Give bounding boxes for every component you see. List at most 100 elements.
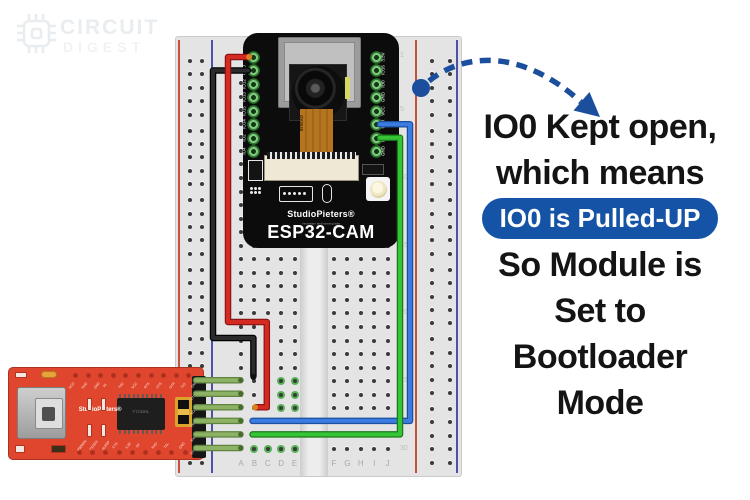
breadboard-hole [200,155,204,160]
ftdi-programmer-board: FT232RL StudioPieters® DCDRXDGNDRITXDVCC… [8,367,206,460]
ftdi-pin-label: PWREN [76,439,88,452]
breadboard-hole [200,460,204,465]
breadboard-hole [430,128,434,133]
row-number: 25 [400,377,408,385]
breadboard-hole [188,294,192,299]
ftdi-hole-txl [169,450,175,455]
esp32-pin-io13 [247,91,260,105]
breadboard-hole [345,338,350,343]
breadboard-hole [345,325,350,329]
breadboard-hole [200,85,204,90]
breadboard-hole [345,311,350,316]
column-letter: G [344,459,351,468]
breadboard-hole [430,460,434,465]
breadboard-hole [345,365,350,370]
breadboard-hole [123,394,126,398]
breadboard-hole [372,379,377,384]
esp32-pin-io12 [247,77,260,91]
breadboard-hole [200,251,204,256]
ftdi-hole-dtr [173,373,179,378]
breadboard-hole [292,352,297,357]
breadboard-hole [292,365,297,370]
breadboard-hole [385,419,390,424]
breadboard-hole [200,128,204,133]
esp32-pin-io2 [247,131,260,145]
breadboard-hole [448,198,452,203]
breadboard-hole [200,198,204,203]
column-letter: F [331,459,337,468]
breadboard-hole [279,392,284,397]
breadboard-hole [279,352,284,357]
breadboard-hole [332,284,336,289]
esp32-pin-5v [247,51,260,64]
breadboard-hole [292,433,297,438]
breadboard-hole [372,311,377,316]
breadboard-hole [239,446,243,451]
breadboard-hole [119,430,121,434]
esp32-pin-io4 [247,145,260,159]
breadboard-hole [448,99,452,104]
breadboard-hole [265,365,270,370]
breadboard-hole [345,379,350,384]
breadboard-hole [372,284,377,289]
breadboard-hole [252,392,257,397]
ftdi-hole-rts [148,373,154,378]
breadboard-hole [252,325,257,329]
breadboard-hole [332,352,336,357]
breadboard-hole [292,392,297,397]
breadboard-hole [188,238,192,243]
breadboard-hole [292,297,297,302]
left-rail-red-line [178,40,180,473]
breadboard-hole [345,352,350,357]
breadboard-hole [188,85,192,90]
ftdi-pin-label: CTS [111,441,119,450]
ftdi-pin-label: RXD [80,381,88,390]
column-letter: A [238,459,244,468]
breadboard-hole [239,352,243,357]
breadboard-hole [430,337,434,342]
breadboard-hole [332,270,336,275]
breadboard-hole [385,257,390,262]
breadboard-hole [332,406,336,411]
breadboard-hole [200,112,204,117]
breadboard-hole [188,198,192,203]
breadboard-hole [372,257,377,262]
breadboard-hole [448,59,452,63]
breadboard-hole [265,379,270,384]
column-letter: I [373,459,376,468]
breadboard-hole [448,225,452,229]
breadboard-hole [265,352,270,357]
breadboard-hole [132,430,135,434]
breadboard-hole [345,406,350,411]
breadboard-hole [188,182,192,187]
breadboard-hole [430,99,434,104]
breadboard-hole [358,433,363,438]
breadboard-hole [146,430,148,434]
column-letter: J [385,459,390,468]
breadboard-hole [292,446,297,451]
breadboard-hole [188,251,192,256]
camera-flex-cable: OV2640 [299,109,333,156]
ftdi-hole-tx1 [186,373,192,378]
breadboard-hole [150,394,153,398]
breadboard-hole [372,325,377,329]
left-rail-blue-line [211,40,213,473]
breadboard-hole [265,446,270,451]
breadboard-hole [188,321,192,326]
breadboard-hole [279,325,284,329]
breadboard-hole [448,142,452,146]
esp32-pin-3.3v [370,51,383,64]
flash-led [366,177,390,201]
ftdi-hole-rxd [85,373,91,378]
esp32-pin-label: U0R [380,119,386,129]
breadboard-hole [188,112,192,117]
breadboard-hole [430,433,434,438]
esp32-pin-gnd [370,91,383,105]
ftdi-pin-label: CTS [155,381,163,390]
breadboard-hole [448,460,452,465]
breadboard-hole [239,311,243,316]
breadboard-hole [150,430,153,434]
breadboard-hole [430,198,434,203]
breadboard-hole [188,211,192,216]
annotation-line-5: Bootloader [512,338,688,376]
